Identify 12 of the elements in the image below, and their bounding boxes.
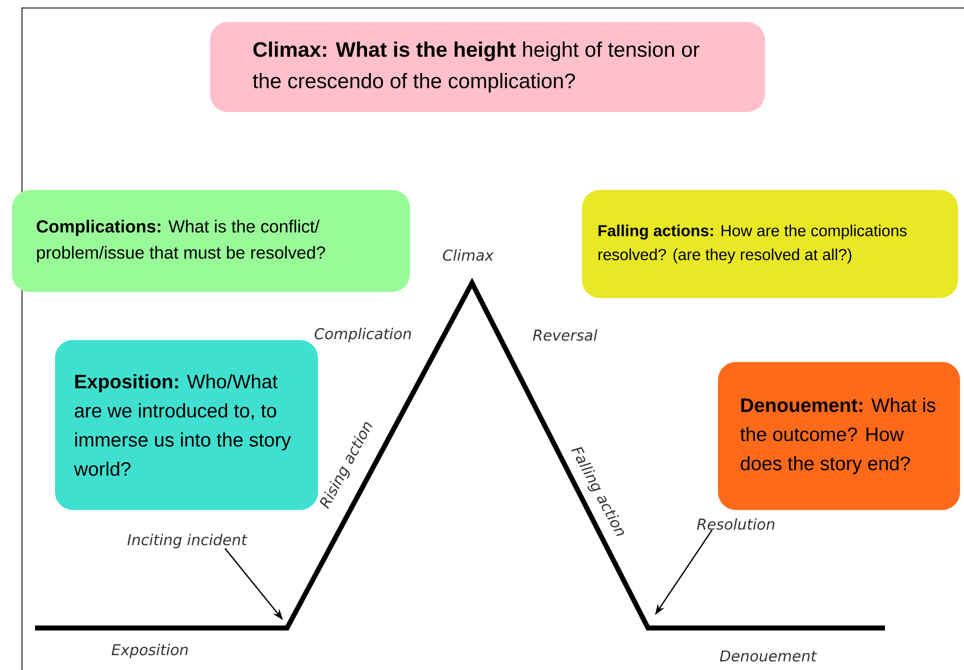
text-box: Exposition: Who/What are we introduced to, to immerse us into the story world?	[55, 340, 318, 510]
curve-label: Exposition	[112, 644, 188, 658]
curve-label: Reversal	[532, 329, 598, 341]
curve-label: Denouement	[720, 650, 817, 662]
text-box: Complications: What is the conflict/ problem/issue that must be resolved?	[12, 190, 410, 292]
text-box: Falling actions: How are the complications resolved? (are they resolved at all?)	[582, 190, 958, 298]
text-box: Climax: What is the height height of tension or the crescendo of the complication?	[210, 22, 765, 112]
curve-label: Complication	[314, 328, 411, 342]
curve-label: Climax	[442, 249, 494, 261]
callout-label: Inciting incident	[127, 534, 248, 548]
callout-label: Resolution	[697, 518, 774, 530]
text-box: Denouement: What is the outcome? How does the story end?	[718, 362, 960, 510]
